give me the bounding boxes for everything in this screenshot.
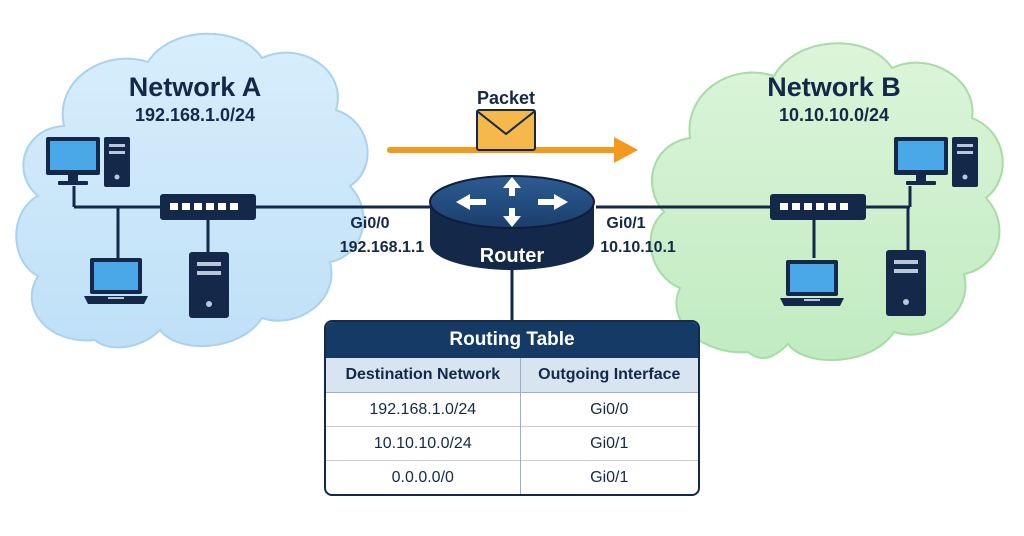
column-header-destination-network: Destination Network: [326, 358, 521, 393]
routing-table-header-row: Destination Network Outgoing Interface: [326, 358, 698, 393]
outgoing-interface-cell: Gi0/1: [520, 460, 698, 494]
network-cables: [72, 186, 912, 320]
column-header-outgoing-interface: Outgoing Interface: [520, 358, 698, 393]
laptop-icon[interactable]: [84, 258, 148, 304]
gi0-1-interface-ip: 10.10.10.1: [600, 239, 676, 256]
gi0-0-interface-name: Gi0/0: [350, 215, 389, 232]
router-label: Router: [480, 245, 545, 267]
outgoing-interface-cell: Gi0/0: [520, 392, 698, 427]
laptop-icon[interactable]: [780, 260, 844, 306]
destination-network-cell: 0.0.0.0/0: [326, 460, 521, 494]
network-switch-icon[interactable]: [770, 194, 866, 220]
network-a-subnet: 192.168.1.0/24: [135, 105, 255, 125]
packet-label: Packet: [477, 88, 535, 108]
destination-network-cell: 10.10.10.0/24: [326, 426, 521, 461]
outgoing-interface-cell: Gi0/1: [520, 426, 698, 461]
destination-network-cell: 192.168.1.0/24: [326, 392, 521, 427]
network-switch-icon[interactable]: [160, 194, 256, 220]
table-row: 192.168.1.0/24 Gi0/0: [326, 392, 698, 427]
network-b-subnet: 10.10.10.0/24: [779, 105, 889, 125]
routing-table: Routing Table Destination Network Outgoi…: [324, 320, 700, 496]
routing-table-grid: Destination Network Outgoing Interface 1…: [326, 358, 698, 494]
gi0-0-interface-ip: 192.168.1.1: [340, 239, 425, 256]
server-tower-icon[interactable]: [886, 250, 926, 316]
network-a-title: Network A: [129, 72, 262, 102]
router-icon[interactable]: [429, 175, 595, 270]
network-b-title: Network B: [767, 72, 901, 102]
gi0-1-interface-name: Gi0/1: [606, 215, 645, 232]
routing-table-title: Routing Table: [326, 322, 698, 358]
server-tower-icon[interactable]: [189, 252, 229, 318]
envelope-icon: [476, 109, 536, 151]
table-row: 10.10.10.0/24 Gi0/1: [326, 426, 698, 461]
table-row: 0.0.0.0/0 Gi0/1: [326, 460, 698, 494]
